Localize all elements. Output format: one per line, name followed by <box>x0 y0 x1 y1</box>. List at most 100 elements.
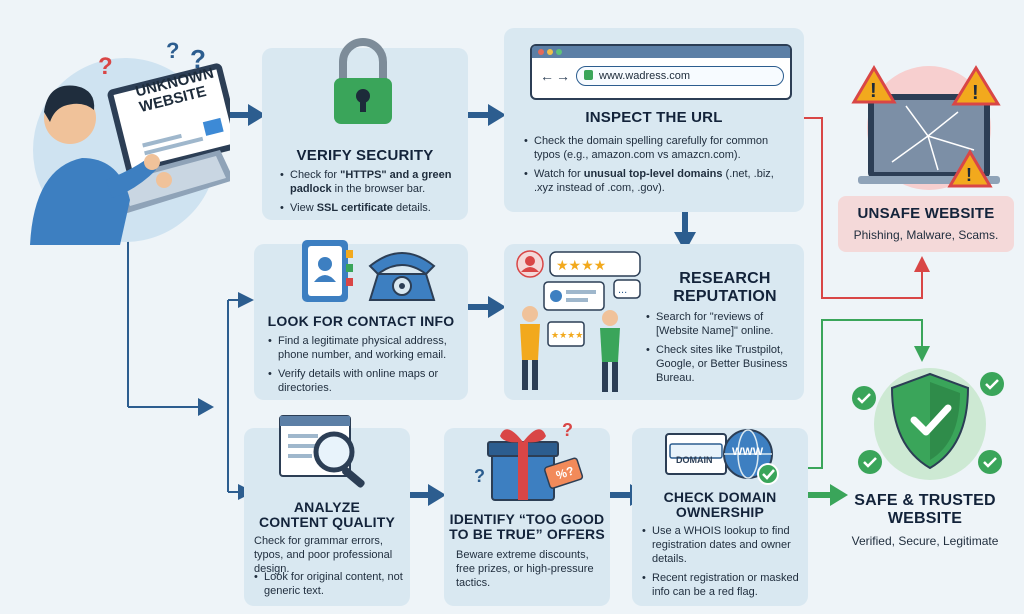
contact-bullet-2: Verify details with online maps or direc… <box>268 367 464 395</box>
globe-label: WWW <box>732 446 764 458</box>
verify-bullet-2: View SSL certificate details. <box>280 201 462 215</box>
reviews-illustration: ★★★★ ... ★★★★ <box>510 248 648 396</box>
content-bullets: Look for original content, not generic t… <box>254 570 406 603</box>
safe-illustration <box>842 358 1018 482</box>
check-badge-icon <box>978 450 1002 474</box>
content-title-line-2: CONTENT QUALITY <box>259 514 395 531</box>
url-bullet-2: Watch for unusual top-level domains (.ne… <box>524 167 788 195</box>
domain-title: CHECK DOMAIN OWNERSHIP <box>632 489 808 521</box>
check-badge-icon <box>858 450 882 474</box>
url-title: INSPECT THE URL <box>585 109 723 126</box>
question-mark-icon: ? <box>190 44 206 74</box>
arrow-to-contact <box>238 292 254 308</box>
url-bullet-1: Check the domain spelling carefully for … <box>524 134 788 162</box>
browser-window-icon: ← → www.wadress.com <box>530 44 792 100</box>
verify-bullet-1: Check for "HTTPS" and a green padlock in… <box>280 168 462 196</box>
svg-text:!: ! <box>966 165 972 185</box>
unsafe-illustration: ! ! ! <box>846 62 1012 192</box>
unsafe-label-bg <box>838 196 1014 252</box>
person-illustration <box>30 85 172 245</box>
warning-icon: ! <box>851 65 897 104</box>
contact-bullets: Find a legitimate physical address, phon… <box>268 334 464 400</box>
url-bullets: Check the domain spelling carefully for … <box>524 134 788 200</box>
svg-text:★★★★: ★★★★ <box>551 331 583 341</box>
check-badge-icon <box>852 386 876 410</box>
domain-lookup-icon: DOMAIN WWW <box>664 420 784 492</box>
question-mark-icon: ? <box>562 420 573 440</box>
reputation-title-line-2: REPUTATION <box>673 287 777 305</box>
arrow-domain-to-safe <box>806 484 848 506</box>
intro-illustration: ? ? ? ? UNKNOWN WEBSITE <box>20 30 230 245</box>
svg-text:!: ! <box>972 82 979 104</box>
connector-to-contact <box>227 299 240 493</box>
domain-bullets: Use a WHOIS lookup to find registration … <box>642 524 804 604</box>
unsafe-subtitle: Phishing, Malware, Scams. <box>853 228 999 242</box>
address-text: www.wadress.com <box>599 70 691 82</box>
arrow-intro-to-verify <box>222 104 266 126</box>
connector-domain-to-safe <box>808 319 923 469</box>
svg-text:★★★★: ★★★★ <box>556 258 606 274</box>
arrow-to-unsafe <box>914 256 930 272</box>
offers-title-line-1: IDENTIFY “TOO GOOD <box>449 511 605 527</box>
chat-bubble-icon: ... <box>613 279 641 299</box>
safe-title-line-1: SAFE & TRUSTED <box>854 492 996 509</box>
magnifier-document-icon <box>276 412 386 492</box>
content-title: ANALYZE CONTENT QUALITY <box>244 499 410 531</box>
domain-bullet-2: Recent registration or masked info can b… <box>642 571 804 599</box>
arrow-content-to-offers <box>408 484 446 506</box>
check-badge-icon <box>980 372 1004 396</box>
gift-box-icon: ? ? %? <box>470 416 586 506</box>
address-bar[interactable]: www.wadress.com <box>576 66 784 86</box>
unsafe-title: UNSAFE WEBSITE <box>857 205 995 222</box>
laptop-icon <box>107 63 230 175</box>
user-avatar-icon <box>516 250 544 278</box>
profile-card-icon <box>543 281 605 311</box>
offers-text: Beware extreme discounts, free prizes, o… <box>456 549 594 590</box>
reputation-title-line-1: RESEARCH <box>679 270 771 287</box>
contact-title: LOOK FOR CONTACT INFO <box>267 313 455 329</box>
person-left-illustration <box>520 306 540 390</box>
arrow-to-safe <box>914 346 930 362</box>
content-bullet-1: Look for original content, not generic t… <box>254 570 406 598</box>
padlock-icon <box>330 36 396 132</box>
reputation-bullet-1: Search for "reviews of [Website Name]" o… <box>646 310 798 338</box>
content-title-line-1: ANALYZE <box>293 499 361 515</box>
safe-title: SAFE & TRUSTED WEBSITE <box>830 492 1020 527</box>
reputation-bullets: Search for "reviews of [Website Name]" o… <box>646 310 798 390</box>
safe-title-line-2: WEBSITE <box>887 509 963 527</box>
telephone-icon <box>364 244 440 304</box>
question-mark-icon: ? <box>474 466 485 486</box>
contact-bullet-1: Find a legitimate physical address, phon… <box>268 334 464 362</box>
domain-bullet-1: Use a WHOIS lookup to find registration … <box>642 524 804 566</box>
connector-url-to-unsafe <box>804 117 923 299</box>
review-bubble-icon: ★★★★ <box>549 251 641 277</box>
arrow-contact-to-reputation <box>468 296 506 318</box>
back-icon[interactable]: ← <box>540 68 554 84</box>
question-mark-icon: ? <box>98 53 113 80</box>
arrow-trunk-tip <box>198 398 214 416</box>
address-book-icon <box>298 238 358 306</box>
verify-bullets: Check for "HTTPS" and a green padlock in… <box>280 168 462 220</box>
connector-left-trunk <box>127 240 200 408</box>
rating-card-icon: ★★★★ <box>547 321 585 347</box>
forward-icon[interactable]: → <box>556 68 570 84</box>
offers-title: IDENTIFY “TOO GOOD TO BE TRUE” OFFERS <box>444 511 610 543</box>
reputation-title: RESEARCH REPUTATION <box>648 270 802 305</box>
arrow-verify-to-url <box>468 104 506 126</box>
safe-subtitle: Verified, Secure, Legitimate <box>851 534 999 548</box>
crack-lines <box>891 105 975 171</box>
domain-title-line-2: OWNERSHIP <box>675 504 765 521</box>
svg-text:!: ! <box>870 80 877 102</box>
svg-text:...: ... <box>618 284 627 296</box>
lock-icon <box>584 70 593 80</box>
person-right-illustration <box>600 310 620 392</box>
offers-title-line-2: TO BE TRUE” OFFERS <box>449 526 605 543</box>
verify-title: VERIFY SECURITY <box>296 147 434 164</box>
reputation-bullet-2: Check sites like Trustpilot, Google, or … <box>646 343 798 385</box>
domain-title-line-1: CHECK DOMAIN <box>663 489 777 505</box>
question-mark-icon: ? <box>166 38 179 63</box>
domain-box-label: DOMAIN <box>676 455 713 465</box>
warning-icon: ! <box>951 65 1001 106</box>
warning-icon: ! <box>947 149 993 188</box>
arrow-url-to-reputation <box>674 212 696 252</box>
